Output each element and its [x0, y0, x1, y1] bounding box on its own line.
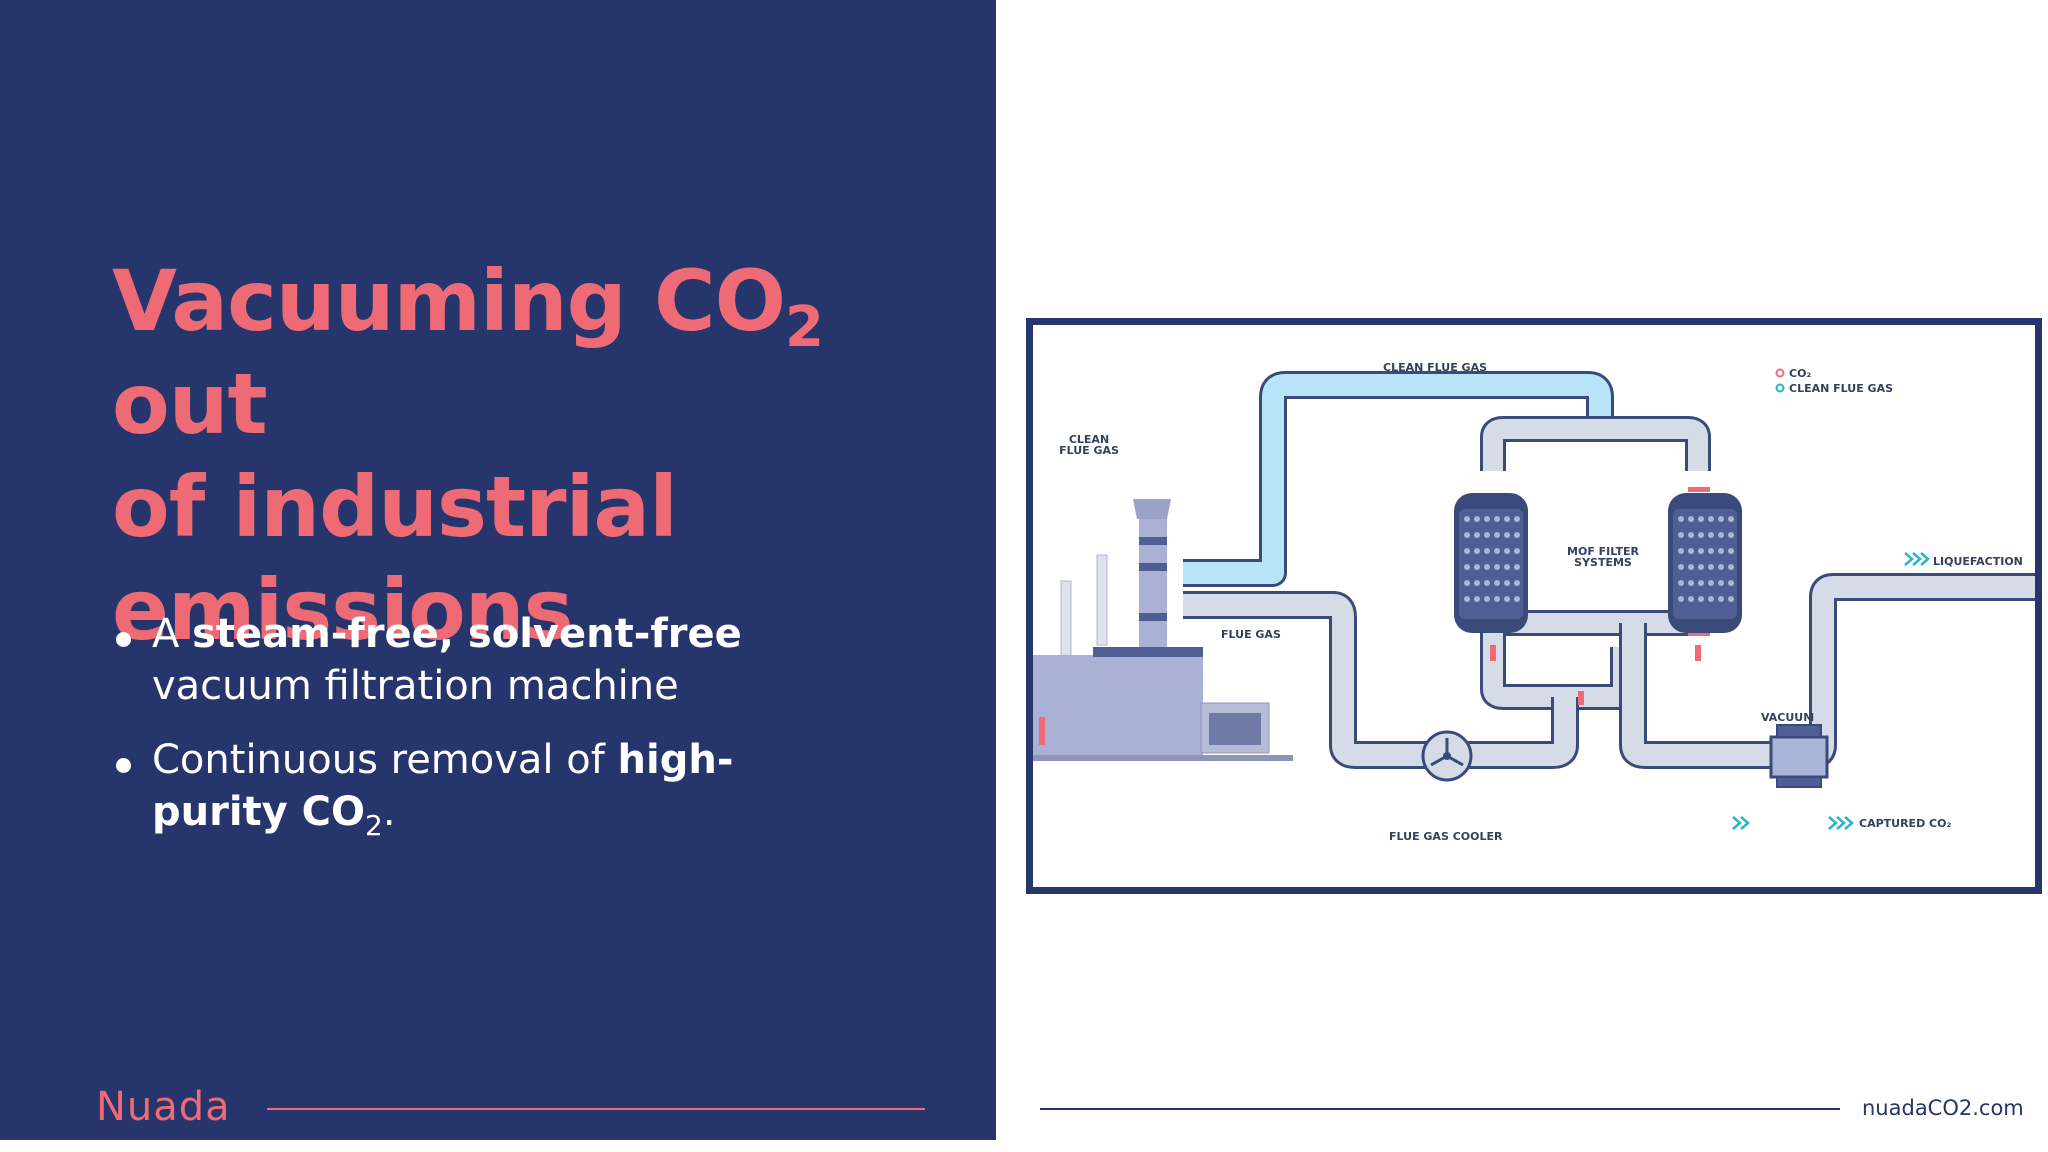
valve-marker	[1688, 487, 1710, 492]
legend-co2: CO₂	[1789, 367, 1811, 380]
bullet-subscript: 2	[365, 809, 383, 842]
label-captured-co2: CAPTURED CO₂	[1859, 817, 1951, 830]
valve-marker	[1695, 645, 1701, 661]
bullet-prefix: A	[152, 611, 193, 657]
title-text: Vacuuming CO	[112, 252, 786, 350]
mof-top-pipe	[1483, 419, 1708, 471]
chevron-arrows-icon	[1732, 552, 1930, 830]
label-mof-1: MOF FILTER	[1567, 545, 1639, 558]
bullet-prefix: Continuous removal of	[152, 737, 618, 783]
title-text-out: out	[112, 355, 268, 453]
label-vacuum: VACUUM	[1761, 711, 1814, 724]
label-flue-gas: FLUE GAS	[1221, 628, 1281, 641]
label-flue-gas-cooler: FLUE GAS COOLER	[1389, 830, 1503, 843]
title-line-2: of industrial	[112, 458, 678, 556]
label-mof-2: SYSTEMS	[1574, 556, 1632, 569]
mof-inner-pipe	[1483, 623, 1633, 707]
bullet-list: A steam-free, solvent-free vacuum filtra…	[112, 608, 832, 860]
legend-co2-marker	[1775, 368, 1785, 378]
valve-marker	[1490, 645, 1496, 661]
bullet-item: Continuous removal of high-purity CO2.	[112, 734, 832, 840]
bullet-bold: steam-free, solvent-free	[192, 611, 742, 657]
footer-rule-right	[1040, 1108, 1840, 1110]
clean-pipe-outline	[1183, 371, 1614, 587]
mof-filter-right	[1668, 493, 1742, 633]
footer-url[interactable]: nuadaCO2.com	[1862, 1096, 2024, 1120]
mof-filter-left	[1454, 493, 1528, 633]
title-line-3: emissions	[112, 561, 574, 659]
label-clean-stack-2: FLUE GAS	[1059, 444, 1119, 457]
bullet-item: A steam-free, solvent-free vacuum filtra…	[112, 608, 832, 712]
valve-marker	[1688, 631, 1710, 636]
factory-illustration	[1033, 499, 1293, 761]
bullet-rest: vacuum filtration machine	[152, 663, 679, 709]
diagram-svg: CO₂ CLEAN FLUE GAS CLEAN FLUE GAS CLEAN …	[1033, 361, 2035, 843]
left-panel	[0, 0, 996, 1140]
vacuum-pump-icon	[1769, 724, 1829, 788]
clean-pipe	[1183, 374, 1611, 584]
fan-icon	[1421, 730, 1473, 782]
nuada-logo: Nuada	[96, 1084, 231, 1130]
title-subscript: 2	[785, 295, 824, 360]
legend-clean: CLEAN FLUE GAS	[1789, 382, 1893, 395]
bullet-bold: high-purity CO	[152, 737, 734, 835]
slide-title: Vacuuming CO2 out of industrial emission…	[112, 250, 972, 662]
label-clean-flue-gas-top: CLEAN FLUE GAS	[1383, 361, 1487, 374]
label-clean-stack-1: CLEAN	[1069, 433, 1109, 446]
valve-marker	[1578, 691, 1584, 705]
process-diagram: CO₂ CLEAN FLUE GAS CLEAN FLUE GAS CLEAN …	[1026, 318, 2042, 894]
flue-gas-pipe	[1183, 594, 1576, 766]
bullet-rest: .	[382, 789, 396, 835]
footer-rule-left	[267, 1108, 925, 1110]
legend-clean-marker	[1775, 383, 1785, 393]
label-liquefaction: LIQUEFACTION	[1933, 555, 2023, 568]
